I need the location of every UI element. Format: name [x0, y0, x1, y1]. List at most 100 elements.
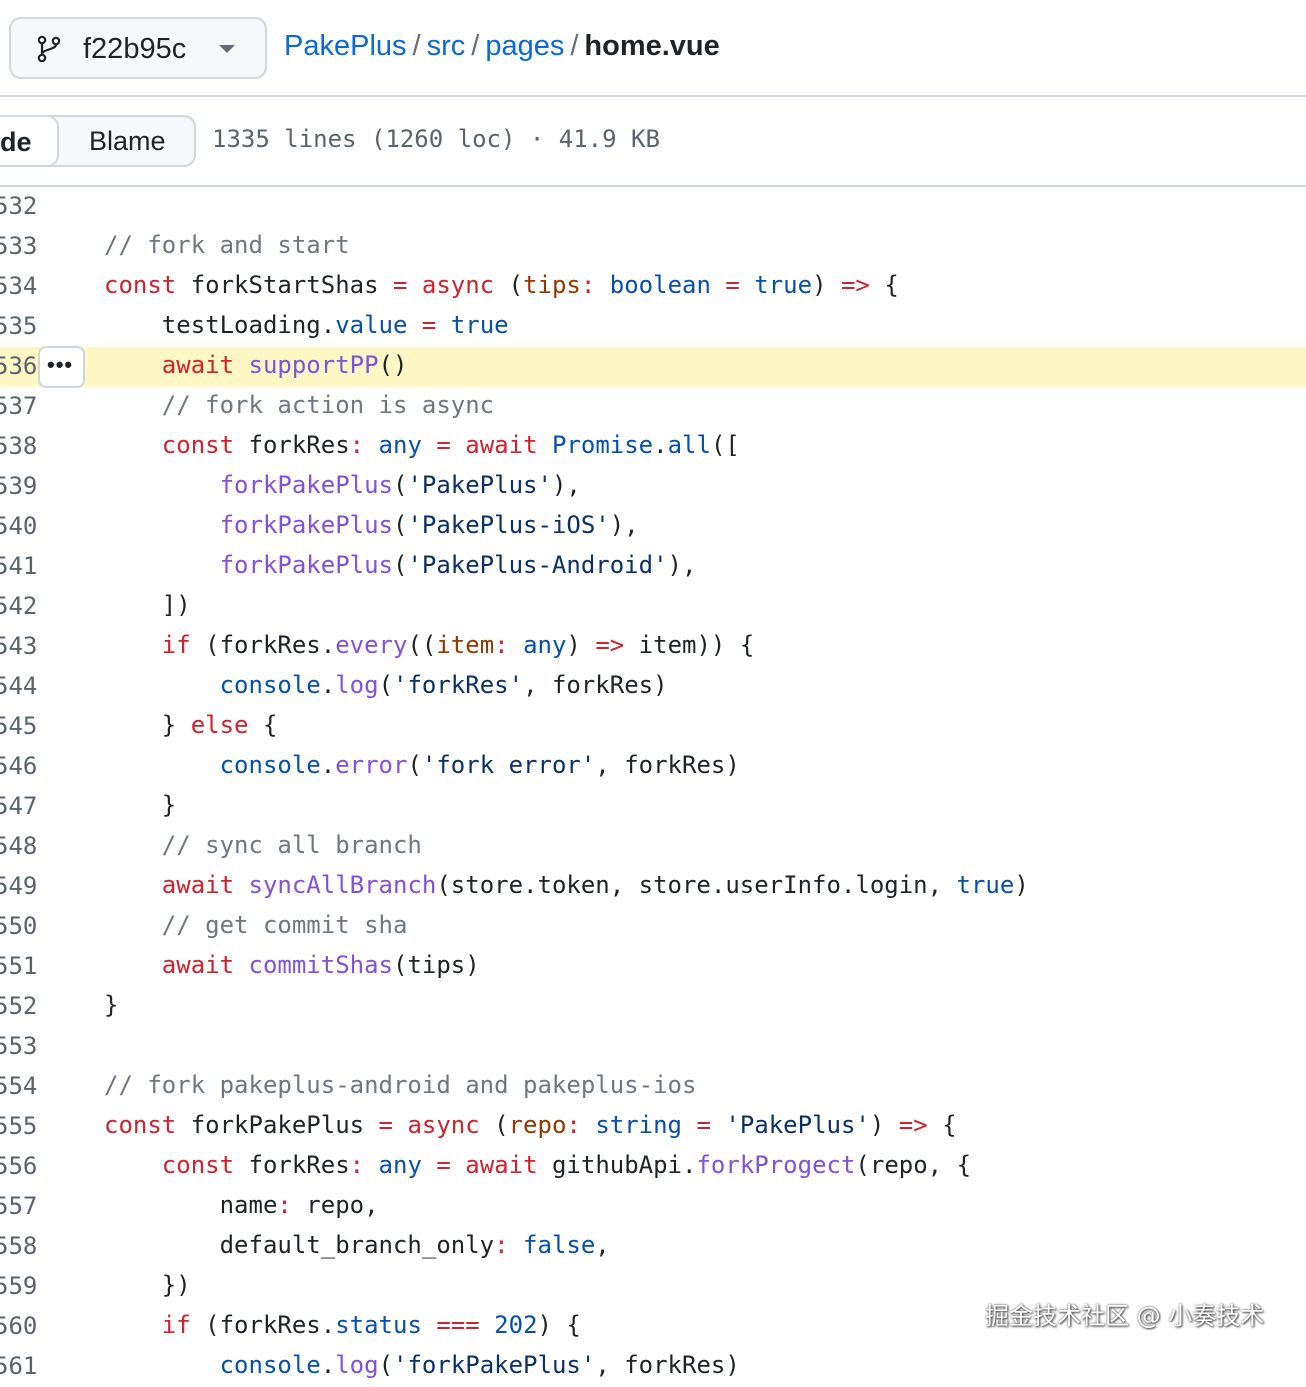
line-number[interactable]: 552	[0, 992, 38, 1020]
code-line: 535 testLoading.value = true	[0, 307, 1306, 347]
code-token	[436, 311, 450, 339]
code-token: repo	[508, 1111, 567, 1139]
line-options-button[interactable]: •••	[38, 346, 85, 388]
code-token: if	[161, 631, 191, 659]
code-token: any	[523, 631, 567, 659]
code-token: forkPakePlus	[219, 511, 393, 539]
code-token	[104, 1311, 162, 1339]
line-number[interactable]: 542	[0, 592, 38, 620]
line-number[interactable]: 560	[0, 1312, 38, 1340]
code-token: any	[378, 1151, 422, 1179]
code-view-button[interactable]: de	[0, 115, 59, 167]
code-token: forkProgect	[696, 1151, 856, 1179]
line-number[interactable]: 544	[0, 672, 38, 700]
line-number[interactable]: 539	[0, 472, 38, 500]
code-token: {	[927, 1111, 957, 1139]
code-text: // sync all branch	[104, 831, 422, 859]
line-number[interactable]: 538	[0, 432, 38, 460]
code-line: 532	[0, 187, 1306, 227]
line-number[interactable]: 556	[0, 1152, 38, 1180]
code-line: 556 const forkRes: any = await githubApi…	[0, 1147, 1306, 1187]
code-token: })	[104, 1271, 191, 1299]
line-number[interactable]: 553	[0, 1032, 38, 1060]
line-number[interactable]: 533	[0, 232, 38, 260]
code-token	[451, 431, 465, 459]
code-text: }	[104, 991, 118, 1019]
code-token: =>	[840, 271, 870, 299]
breadcrumb-separator: /	[412, 30, 421, 62]
line-number[interactable]: 535	[0, 312, 38, 340]
line-number[interactable]: 541	[0, 552, 38, 580]
breadcrumb-pages-link[interactable]: pages	[485, 30, 565, 62]
line-number[interactable]: 537	[0, 392, 38, 420]
line-number[interactable]: 551	[0, 952, 38, 980]
code-token: error	[335, 751, 408, 779]
line-number[interactable]: 555	[0, 1112, 38, 1140]
code-token: (	[392, 551, 408, 579]
branch-selector-button[interactable]: f22b95c	[9, 17, 267, 79]
line-number[interactable]: 540	[0, 512, 38, 540]
code-token: , forkRes)	[523, 671, 668, 699]
code-token: default_branch_only	[104, 1231, 495, 1259]
code-token: value	[335, 311, 408, 339]
code-line: 550 // get commit sha	[0, 907, 1306, 947]
code-token: every	[335, 631, 408, 659]
line-number[interactable]: 550	[0, 912, 38, 940]
line-number[interactable]: 532	[0, 192, 38, 220]
line-number[interactable]: 557	[0, 1192, 38, 1220]
code-token: :	[349, 431, 365, 459]
code-token: :	[580, 271, 596, 299]
line-number[interactable]: 545	[0, 712, 38, 740]
code-token	[422, 1311, 436, 1339]
code-token: all	[667, 431, 711, 459]
code-text: default_branch_only: false,	[104, 1231, 610, 1259]
code-token	[422, 431, 436, 459]
code-token: item)) {	[624, 631, 755, 659]
line-number[interactable]: 534	[0, 272, 38, 300]
code-token: // fork pakeplus-android and pakeplus-io…	[104, 1071, 697, 1099]
code-text: // fork and start	[104, 231, 350, 259]
line-number[interactable]: 546	[0, 752, 38, 780]
code-line: 558 default_branch_only: false,	[0, 1227, 1306, 1267]
code-token: (	[378, 671, 394, 699]
code-token: (forkRes.	[190, 631, 336, 659]
code-text: name: repo,	[104, 1191, 379, 1219]
line-number[interactable]: 536	[0, 352, 38, 380]
code-token: :	[494, 631, 509, 659]
code-token: .	[320, 751, 336, 779]
code-token	[538, 431, 552, 459]
code-token: ),	[667, 551, 697, 579]
code-token: boolean	[609, 271, 711, 299]
blame-view-button[interactable]: Blame	[89, 126, 166, 156]
code-token: =	[378, 1111, 393, 1139]
code-token: (	[494, 271, 524, 299]
code-line: 541 forkPakePlus('PakePlus-Android'),	[0, 547, 1306, 587]
line-number[interactable]: 554	[0, 1072, 38, 1100]
line-number[interactable]: 547	[0, 792, 38, 820]
watermark: 掘金技术社区 @ 小奏技术	[985, 1302, 1265, 1330]
branch-name: f22b95c	[83, 33, 187, 65]
code-token	[104, 671, 220, 699]
line-number[interactable]: 548	[0, 832, 38, 860]
breadcrumb-current-file: home.vue	[584, 30, 720, 62]
code-token: ([	[710, 431, 740, 459]
code-token	[581, 1111, 595, 1139]
breadcrumb-src-link[interactable]: src	[426, 30, 466, 62]
line-number[interactable]: 559	[0, 1272, 38, 1300]
code-token: :	[277, 1191, 292, 1219]
breadcrumb-repo-link[interactable]: PakePlus	[284, 30, 407, 62]
breadcrumb-separator: /	[471, 30, 480, 62]
line-number[interactable]: 561	[0, 1352, 38, 1380]
code-token: else	[190, 711, 249, 739]
line-number[interactable]: 543	[0, 632, 38, 660]
code-token: const	[104, 1111, 177, 1139]
breadcrumb: PakePlus/src/pages/home.vue	[284, 30, 720, 63]
code-token: // fork action is async	[104, 391, 495, 419]
line-number[interactable]: 558	[0, 1232, 38, 1260]
code-token: // sync all branch	[104, 831, 422, 859]
code-token: , forkRes)	[595, 751, 740, 779]
code-token: .	[320, 1351, 336, 1379]
file-info: 1335 lines (1260 loc) · 41.9 KB	[212, 125, 660, 153]
line-number[interactable]: 549	[0, 872, 38, 900]
